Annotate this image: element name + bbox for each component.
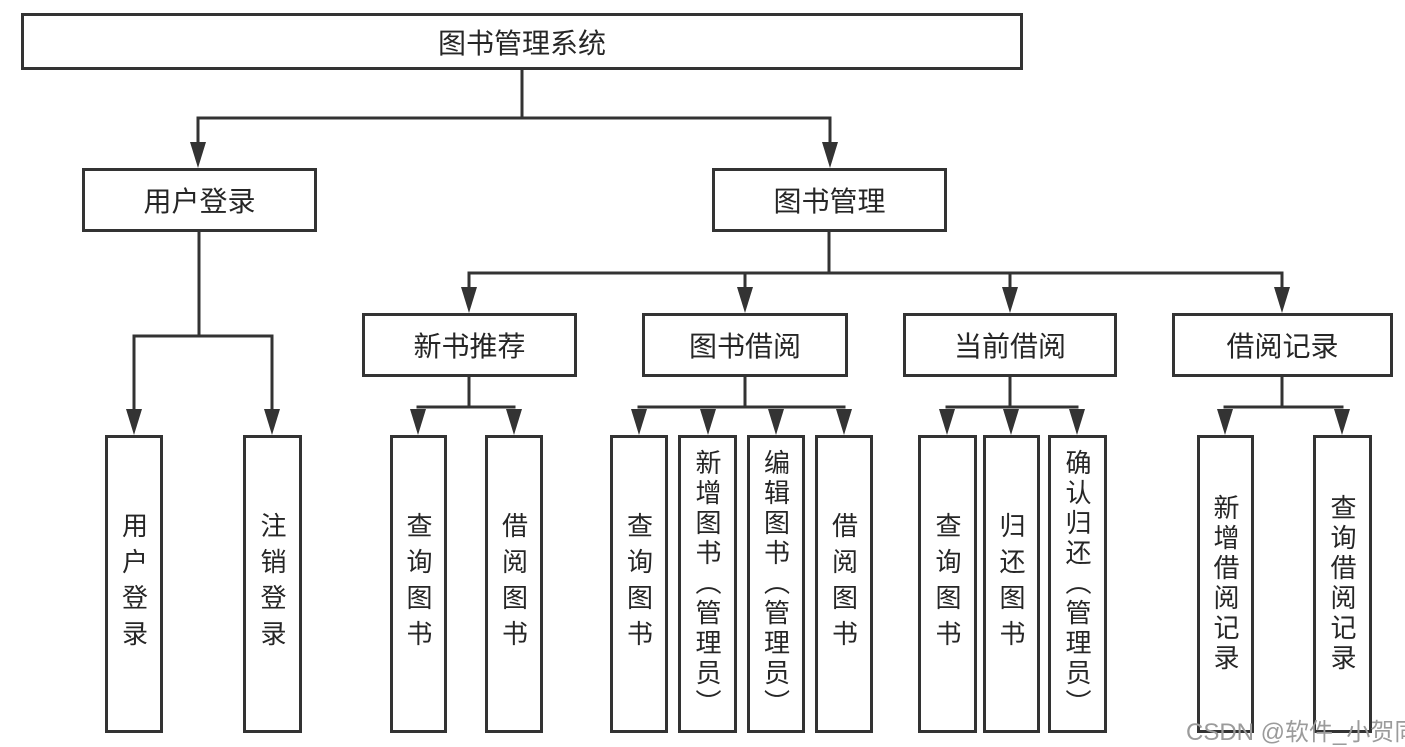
leaf-query-books-borrow: 查询图书 bbox=[610, 435, 668, 733]
leaf-query-books-current: 查询图书 bbox=[918, 435, 977, 733]
leaf-edit-book-admin: 编辑图书（管理员） bbox=[747, 435, 805, 733]
leaf-confirm-return-admin: 确认归还（管理员） bbox=[1048, 435, 1107, 733]
leaf-user-login: 用户登录 bbox=[105, 435, 163, 733]
leaf-add-borrow-record: 新增借阅记录 bbox=[1197, 435, 1254, 733]
leaf-logout: 注销登录 bbox=[243, 435, 302, 733]
node-book-management: 图书管理 bbox=[712, 168, 947, 232]
node-book-borrow: 图书借阅 bbox=[642, 313, 848, 377]
leaf-query-borrow-record: 查询借阅记录 bbox=[1313, 435, 1372, 733]
node-current-borrow: 当前借阅 bbox=[903, 313, 1117, 377]
node-borrow-records: 借阅记录 bbox=[1172, 313, 1393, 377]
node-system-root: 图书管理系统 bbox=[21, 13, 1023, 70]
watermark: CSDN @软件_小贺同学 bbox=[1186, 719, 1405, 746]
leaf-borrow-books: 借阅图书 bbox=[815, 435, 873, 733]
node-user-login: 用户登录 bbox=[82, 168, 317, 232]
leaf-borrow-books-recommend: 借阅图书 bbox=[485, 435, 543, 733]
leaf-add-book-admin: 新增图书（管理员） bbox=[678, 435, 737, 733]
leaf-return-books: 归还图书 bbox=[983, 435, 1040, 733]
node-new-book-recommend: 新书推荐 bbox=[362, 313, 577, 377]
leaf-query-books-recommend: 查询图书 bbox=[390, 435, 447, 733]
